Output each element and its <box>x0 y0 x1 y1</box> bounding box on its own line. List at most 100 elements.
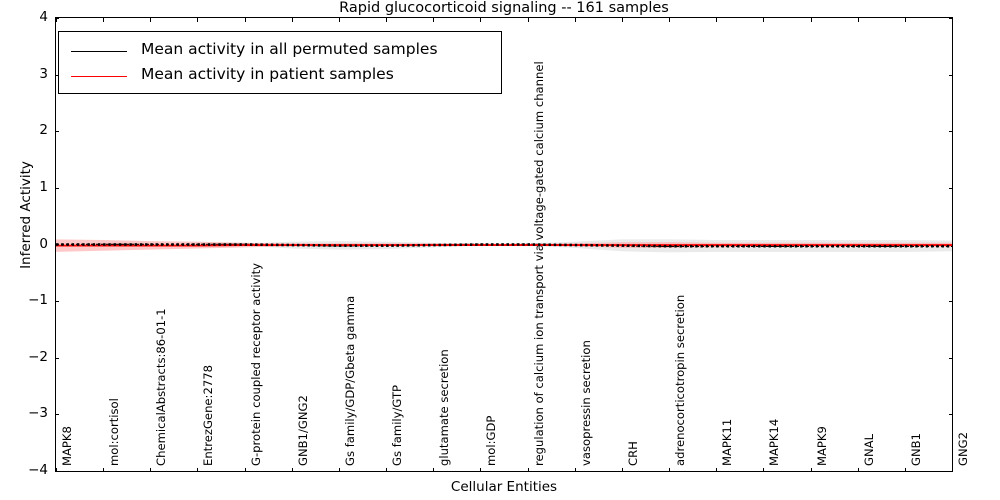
y-tick-mark-right <box>949 18 953 19</box>
x-tick-mark <box>810 468 812 472</box>
data-point-marker <box>302 243 305 247</box>
permuted-line-markers <box>56 243 950 248</box>
data-point-marker <box>71 243 75 246</box>
data-point-marker <box>553 243 557 247</box>
data-point-marker <box>234 243 237 246</box>
data-point-marker <box>166 243 169 246</box>
data-point-marker <box>197 243 200 246</box>
data-point-marker <box>459 243 462 247</box>
x-tick-mark <box>574 468 576 472</box>
data-point-marker <box>103 243 106 246</box>
y-tick-label: −4 <box>28 462 48 478</box>
y-tick-label: −1 <box>28 292 48 309</box>
data-point-marker <box>223 243 227 246</box>
data-point-marker <box>737 244 740 248</box>
data-point-marker <box>517 243 520 246</box>
y-tick-label: 3 <box>39 65 48 82</box>
y-tick-mark <box>55 357 59 359</box>
data-point-marker <box>569 243 572 247</box>
data-point-marker <box>941 244 944 248</box>
data-point-marker <box>653 244 656 248</box>
data-point-marker <box>480 243 483 246</box>
x-tick-mark-top <box>952 18 953 22</box>
data-point-marker <box>270 243 274 247</box>
y-tick-mark <box>55 414 59 416</box>
x-tick-mark <box>527 468 529 472</box>
data-point-marker <box>145 243 148 246</box>
data-point-marker <box>632 244 635 248</box>
data-point-marker <box>690 244 693 248</box>
data-point-marker <box>76 243 80 246</box>
data-point-marker <box>396 244 399 247</box>
y-tick-mark-right <box>949 301 953 303</box>
x-axis-label: Cellular Entities <box>450 479 558 495</box>
data-point-marker <box>134 243 137 246</box>
data-point-marker <box>192 243 195 246</box>
data-point-marker <box>281 243 284 247</box>
data-point-marker <box>674 244 677 248</box>
x-tick-mark <box>480 468 482 472</box>
data-point-marker <box>239 243 242 246</box>
data-point-marker <box>658 244 661 248</box>
data-point-marker <box>700 244 703 248</box>
x-tick-mark-top <box>103 18 105 22</box>
data-point-marker <box>899 244 902 248</box>
y-tick-mark-right <box>949 187 953 189</box>
data-point-marker <box>836 244 840 248</box>
data-point-marker <box>789 244 792 248</box>
data-point-marker <box>349 244 352 247</box>
x-tick-mark <box>763 468 765 472</box>
data-point-marker <box>108 243 111 246</box>
data-point-marker <box>129 243 132 246</box>
data-point-marker <box>92 243 96 246</box>
data-point-marker <box>894 244 897 248</box>
x-tick-mark <box>952 468 953 472</box>
x-tick-mark <box>716 468 718 472</box>
data-point-marker <box>800 244 803 248</box>
data-point-marker <box>317 244 321 247</box>
y-tick-mark <box>55 471 59 472</box>
x-tick-mark-top <box>56 18 57 22</box>
data-point-marker <box>323 244 326 247</box>
series-lines <box>56 243 952 248</box>
data-point-marker <box>260 243 263 246</box>
x-tick-mark-top <box>574 18 576 22</box>
data-point-marker <box>490 243 494 246</box>
data-point-marker <box>805 244 808 248</box>
y-tick-mark-right <box>949 471 953 472</box>
data-point-marker <box>731 244 735 248</box>
x-tick-mark <box>103 468 105 472</box>
plot-area <box>56 239 952 253</box>
x-tick-mark <box>433 468 435 472</box>
mean-line-patient <box>56 244 952 247</box>
x-tick-mark-top <box>480 18 482 22</box>
data-point-marker <box>637 244 641 248</box>
data-point-marker <box>742 244 745 248</box>
data-point-marker <box>606 244 609 247</box>
data-point-marker <box>826 244 829 248</box>
data-point-marker <box>370 244 373 247</box>
data-point-marker <box>386 244 389 247</box>
data-point-marker <box>889 244 892 248</box>
data-point-marker <box>883 244 887 248</box>
data-point-marker <box>87 243 90 246</box>
x-tick-mark-top <box>763 18 765 22</box>
data-point-marker <box>176 243 179 246</box>
data-point-marker <box>726 244 730 248</box>
x-tick-mark <box>386 468 388 472</box>
data-point-marker <box>538 243 541 246</box>
legend-label-patient: Mean activity in patient samples <box>141 65 394 83</box>
x-tick-mark <box>857 468 859 472</box>
data-point-marker <box>878 244 882 248</box>
confidence-band-permuted <box>56 239 952 253</box>
x-tick-mark <box>197 468 199 472</box>
data-point-marker <box>61 243 64 246</box>
data-point-marker <box>925 244 929 248</box>
data-point-marker <box>124 243 127 246</box>
data-point-marker <box>821 244 824 248</box>
y-tick-mark <box>55 74 59 76</box>
data-point-marker <box>401 244 405 247</box>
legend-swatch-patient <box>71 76 127 77</box>
data-point-marker <box>936 244 939 248</box>
data-point-marker <box>359 244 363 247</box>
